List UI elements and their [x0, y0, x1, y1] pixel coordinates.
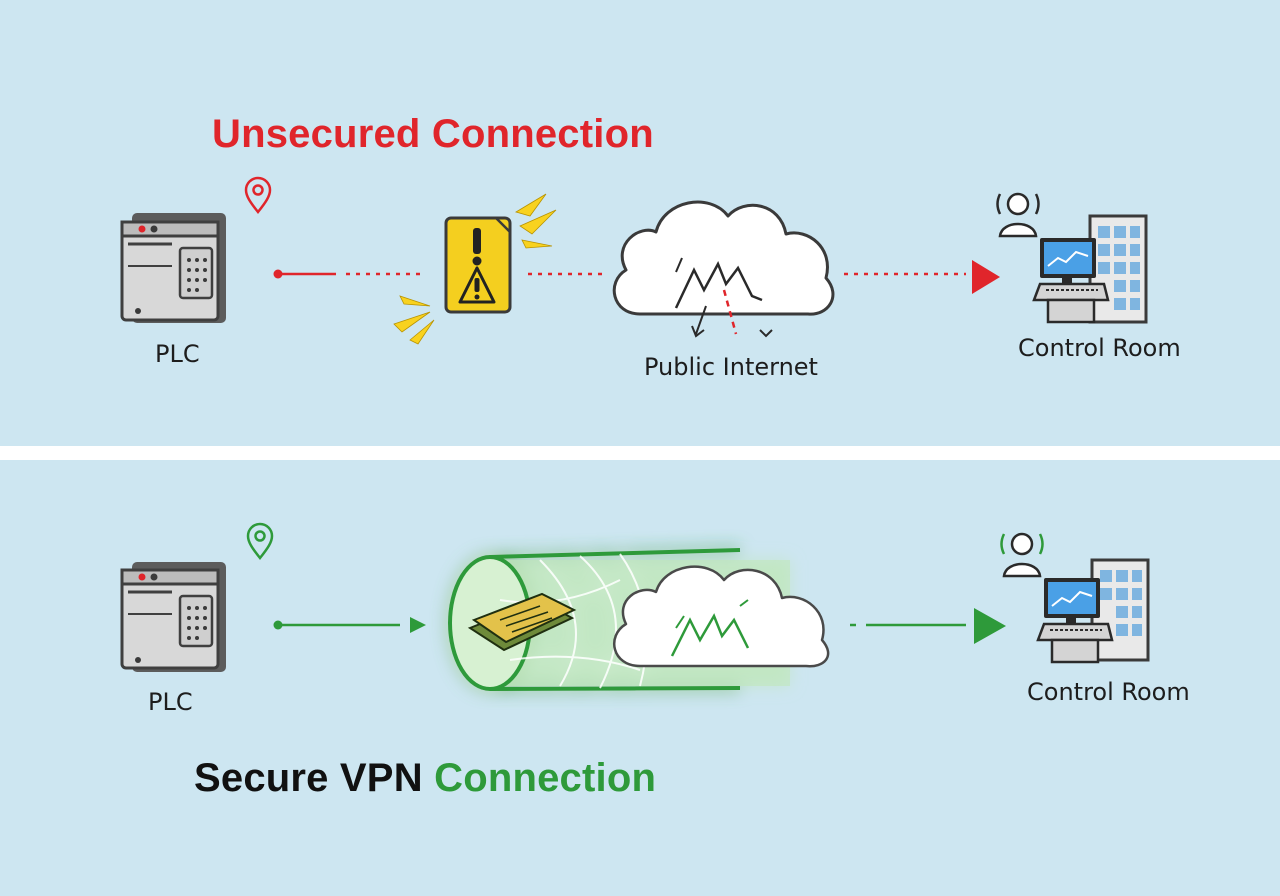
cloud-label: Public Internet: [644, 353, 818, 381]
plc-label: PLC: [155, 340, 200, 368]
operator-icon: [1000, 532, 1044, 578]
plc-label: PLC: [148, 688, 193, 716]
operator-icon: [996, 192, 1040, 238]
secure-diagram: [120, 522, 1150, 691]
alert-burst-icon: [393, 193, 557, 345]
building-icon: [1090, 558, 1150, 662]
unsecured-panel: Unsecured Connection PLC Public Internet…: [0, 0, 1280, 446]
cloud-icon: [612, 565, 830, 668]
cloud-icon: [612, 200, 835, 338]
warning-device-icon: [444, 216, 512, 314]
secure-link: [273, 617, 966, 633]
control-room-label: Control Room: [1027, 678, 1190, 706]
plc-device-icon: [120, 562, 226, 672]
plc-device-icon: [120, 213, 226, 323]
building-icon: [1088, 214, 1148, 324]
unsecured-diagram: [120, 176, 1148, 345]
unsecured-title: Unsecured Connection: [212, 112, 654, 156]
location-pin-icon: [244, 176, 272, 215]
section-divider: [0, 446, 1280, 460]
arrow-icon: [972, 260, 1000, 294]
secure-title: Secure VPN Connection: [194, 756, 656, 801]
location-pin-icon: [246, 522, 274, 561]
control-room-label: Control Room: [1018, 334, 1181, 362]
encrypted-packet-icon: [467, 592, 577, 652]
computer-terminal-icon: [1032, 238, 1110, 324]
unsecured-link: [273, 269, 966, 279]
secure-panel: PLC Control Room Secure VPN Connection: [0, 460, 1280, 896]
secure-title-part1: Secure VPN: [194, 756, 423, 800]
computer-terminal-icon: [1036, 578, 1114, 664]
secure-title-part2: Connection: [434, 756, 657, 800]
arrow-icon: [974, 608, 1006, 644]
